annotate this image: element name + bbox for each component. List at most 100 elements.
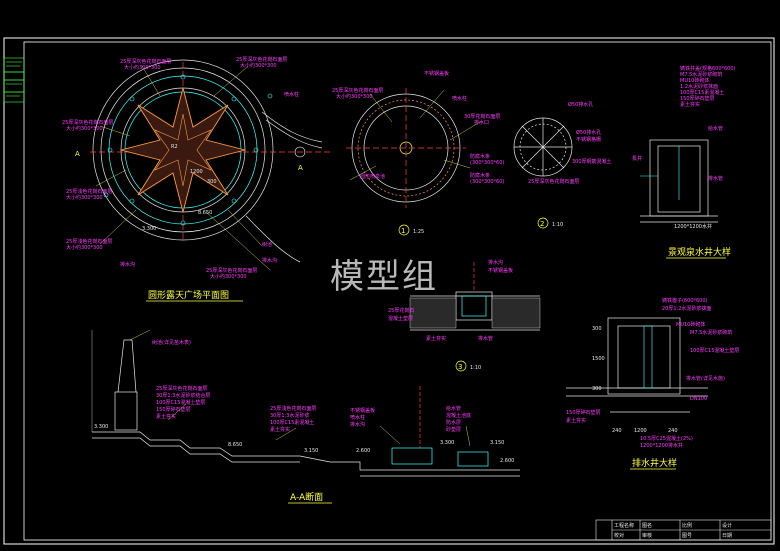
d1-note-7b: (300*300*60) <box>470 160 504 166</box>
sec-note-5: 150厚碎石垫层 <box>156 406 191 413</box>
sec-note-14: 给水管 <box>446 405 461 412</box>
drain-note-5: 100厚C15混凝土垫层 <box>690 347 739 354</box>
plan-note-5a: 25厚浅色花岗石面层 <box>66 238 112 245</box>
drain-dim-3: 240 <box>668 428 678 434</box>
pump-note-1: 铸铁井盖(规格600*600) <box>680 65 736 72</box>
plan-note-5b: 大小约300*300 <box>66 244 103 251</box>
sheet-inner-frame <box>23 41 772 541</box>
detail-3-drain-trench: 排水沟 不锈钢盖板 25厚花岗石 混凝土垫层 素土夯实 排水管 3 1:10 <box>388 259 541 372</box>
tb-cell-5: 校对 <box>614 532 624 539</box>
d3-note-6: 排水管 <box>478 335 493 342</box>
plan-note-8a: 25厚深灰色花岗石面层 <box>206 267 257 274</box>
pump-note-8: 给水管 <box>708 125 723 132</box>
section-mark-a-right: A <box>298 164 303 172</box>
d3-note-3: 25厚花岗石 <box>388 307 414 314</box>
d2-note-3: 不锈钢格栅 <box>576 136 601 143</box>
pump-note-4: 1:2水泥砂浆抹面 <box>680 83 718 90</box>
d2-note-1: Ø50排水孔 <box>568 101 593 108</box>
drain-dim-6: 300 <box>592 386 602 392</box>
sec-dim-5: 3.300 <box>440 440 454 446</box>
d1-note-2: 不锈钢盖板 <box>424 70 449 77</box>
d3-note-1: 排水沟 <box>488 259 503 266</box>
sec-dim-1: 3.300 <box>94 424 108 430</box>
pump-note-7: 素土夯实 <box>680 101 700 108</box>
drain-note-4: M7.5水泥砂浆砌筑 <box>690 329 732 336</box>
d1-note-1a: 25厚深灰色花岗石面层 <box>332 87 383 94</box>
d2-marker-scale: 1:10 <box>552 222 563 228</box>
drain-note-7: 150厚碎石垫层 <box>566 409 601 416</box>
drain-note-6: 排水管(详见水施) <box>686 375 725 382</box>
tb-cell-6: 审核 <box>642 532 652 539</box>
tb-cell-7: 图号 <box>682 533 692 539</box>
drain-dim-1: 240 <box>612 428 622 434</box>
sec-dim-6: 3.150 <box>490 440 504 446</box>
drain-well-title: 排水井大样 <box>632 457 677 469</box>
plan-note-3a: 25厚深灰色花岗石面层 <box>62 119 113 126</box>
d1-marker-scale: 1:25 <box>413 229 424 235</box>
sec-dim-4: 2.600 <box>356 448 370 454</box>
plan-note-7: 排水沟 <box>120 261 135 268</box>
plan-dim-5: 300 <box>207 179 217 185</box>
sec-note-9: 100厚C15素混凝土 <box>270 419 314 426</box>
title-block: 工程名称 图名 比例 设计 校对 审核 图号 日期 <box>595 519 772 541</box>
drain-note-8: 素土夯实 <box>566 417 586 424</box>
d3-note-4: 混凝土垫层 <box>388 315 413 322</box>
pump-note-3: MU10砖砌体 <box>680 77 709 84</box>
sec-note-4: 100厚C15混凝土垫层 <box>156 399 205 406</box>
d1-note-8a: 防腐木条 <box>470 172 490 179</box>
star-compass-pattern <box>120 87 246 213</box>
drain-note-3: MU10砖砌体 <box>676 321 705 328</box>
tb-cell-8: 日期 <box>722 533 732 539</box>
tb-cell-4: 设计 <box>722 522 732 529</box>
drain-note-11: DN100 <box>690 396 707 402</box>
sec-note-17: 砂垫层 <box>446 426 461 433</box>
detail-1-fountain: 25厚深灰色花岗石面层 大小约300*300 不锈钢盖板 30厚花岗石面层 喷水… <box>332 70 504 236</box>
d1-note-3: 30厚花岗石面层 <box>464 113 500 120</box>
drain-note-2: 20厚1:2水泥砂浆抹面 <box>662 305 711 312</box>
drain-dim-2: 1200 <box>634 428 647 434</box>
pump-note-10: 排水管 <box>708 175 723 182</box>
tb-cell-2: 图名 <box>642 522 652 529</box>
plan-dim-2: 3.300 <box>142 226 156 232</box>
sec-note-1: 树池(详见苗木表) <box>152 339 191 346</box>
d3-marker-num: 3 <box>458 363 462 371</box>
drain-well-detail: 铸铁篦子(600*600) 20厚1:2水泥砂浆抹面 MU10砖砌体 M7.5水… <box>566 297 739 470</box>
sec-dim-3: 3.150 <box>304 448 318 454</box>
d2-marker-num: 2 <box>540 220 544 228</box>
drain-note-1: 铸铁篦子(600*600) <box>662 297 708 304</box>
plan-note-9: 树池 <box>262 241 272 248</box>
left-binding-strip <box>3 57 25 103</box>
sec-note-6: 素土夯实 <box>156 413 176 420</box>
drain-dim-5: 1500 <box>592 356 605 362</box>
d3-marker-scale: 1:10 <box>470 365 481 371</box>
section-mark-a-left: A <box>75 150 80 158</box>
d1-marker-num: 1 <box>401 227 405 235</box>
plaza-plan: A A 25厚深灰色花岗石面层 大小约300*300 25厚深灰色花岗石面层 大… <box>62 56 330 302</box>
plan-note-3b: 大小约300*300 <box>66 125 103 132</box>
d2-note-4: 300厚钢筋混凝土 <box>572 158 612 165</box>
sec-note-2: 25厚深灰色花岗石面层 <box>156 385 207 392</box>
d1-note-8b: (300*300*60) <box>470 179 504 185</box>
d2-note-5: 25厚深灰色花岗石面层 <box>528 178 579 185</box>
plan-dim-1: 8.650 <box>198 210 212 216</box>
plan-note-2a: 25厚深灰色花岗石面层 <box>236 56 287 63</box>
sec-note-15: 混凝土池底 <box>446 412 471 419</box>
plan-dim-3: 1200 <box>190 169 203 175</box>
sec-note-13: 排水沟 <box>350 421 365 428</box>
sec-note-16: 防水层 <box>446 419 461 426</box>
sec-note-10: 素土夯实 <box>270 426 290 433</box>
plan-note-6: 喷水柱 <box>284 91 299 98</box>
plan-note-4b: 大小约300*300 <box>66 194 103 201</box>
plan-note-8b: 大小约300*300 <box>210 273 247 280</box>
pump-note-5: 100厚C15素混凝土 <box>680 89 724 96</box>
pump-well-detail: 铸铁井盖(规格600*600) M7.5水泥砂浆砌筑 MU10砖砌体 1:2水泥… <box>632 65 736 259</box>
d1-note-5: 圆形喷泉池 <box>360 173 385 180</box>
pump-note-9: 泵井 <box>632 155 642 162</box>
sec-note-3: 30厚1:3水泥砂浆结合层 <box>156 392 210 399</box>
detail-2-grate: Ø50排水孔 Ø50排水孔 不锈钢格栅 300厚钢筋混凝土 25厚深灰色花岗石面… <box>513 101 612 229</box>
d3-note-5: 素土夯实 <box>426 335 446 342</box>
pump-note-2: M7.5水泥砂浆砌筑 <box>680 71 722 78</box>
section-a-a: 树池(详见苗木表) 25厚深灰色花岗石面层 30厚1:3水泥砂浆结合层 100厚… <box>91 329 520 504</box>
pump-note-6: 150厚碎石垫层 <box>680 95 715 102</box>
drain-note-10: 1200*1200排水井 <box>640 442 683 449</box>
